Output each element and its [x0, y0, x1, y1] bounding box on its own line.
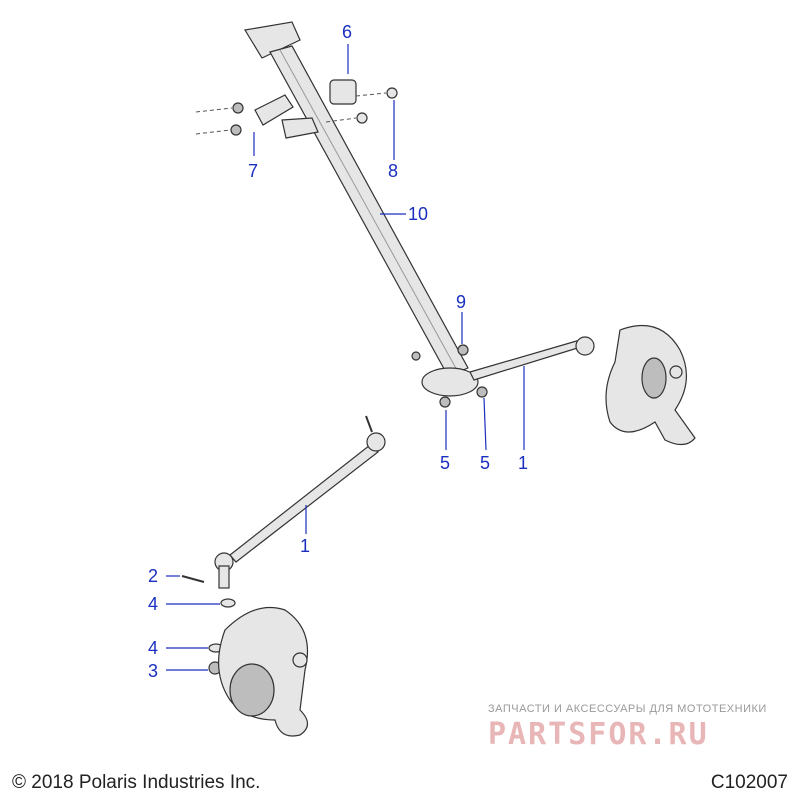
- callout-5-right: 5: [480, 453, 490, 473]
- small-hardware: [181, 575, 236, 675]
- rack-mount: [411, 344, 488, 408]
- callout-6: 6: [342, 22, 352, 42]
- callout-2: 2: [148, 566, 158, 586]
- column-clamps: [195, 79, 398, 139]
- knuckle-right: [605, 324, 696, 446]
- callout-10: 10: [408, 204, 428, 224]
- watermark-tagline: ЗАПЧАСТИ И АКСЕССУАРЫ ДЛЯ МОТОТЕХНИКИ: [488, 703, 767, 715]
- copyright-text: © 2018 Polaris Industries Inc.: [12, 772, 261, 793]
- callout-7: 7: [248, 161, 258, 181]
- callout-8: 8: [388, 161, 398, 181]
- watermark: ЗАПЧАСТИ И АКСЕССУАРЫ ДЛЯ МОТОТЕХНИКИ PA…: [488, 703, 788, 752]
- callout-3: 3: [148, 661, 158, 681]
- callout-1-left: 1: [300, 536, 310, 556]
- diagram-code: C102007: [710, 772, 788, 793]
- callout-5-left: 5: [440, 453, 450, 473]
- callout-9: 9: [456, 292, 466, 312]
- leader-lines: [166, 44, 525, 671]
- tie-rod-left: [214, 415, 386, 589]
- steering-column: [244, 21, 469, 377]
- callout-1-right: 1: [518, 453, 528, 473]
- knuckle-left: [217, 606, 309, 737]
- tie-rod-right: [469, 336, 595, 381]
- callout-4-lower: 4: [148, 638, 158, 658]
- callout-4-upper: 4: [148, 594, 158, 614]
- watermark-brand: PARTSFOR.RU: [488, 717, 709, 752]
- callout-labels: 6 7 8 10 9 5 5 1 1 2 4 4 3: [148, 22, 528, 681]
